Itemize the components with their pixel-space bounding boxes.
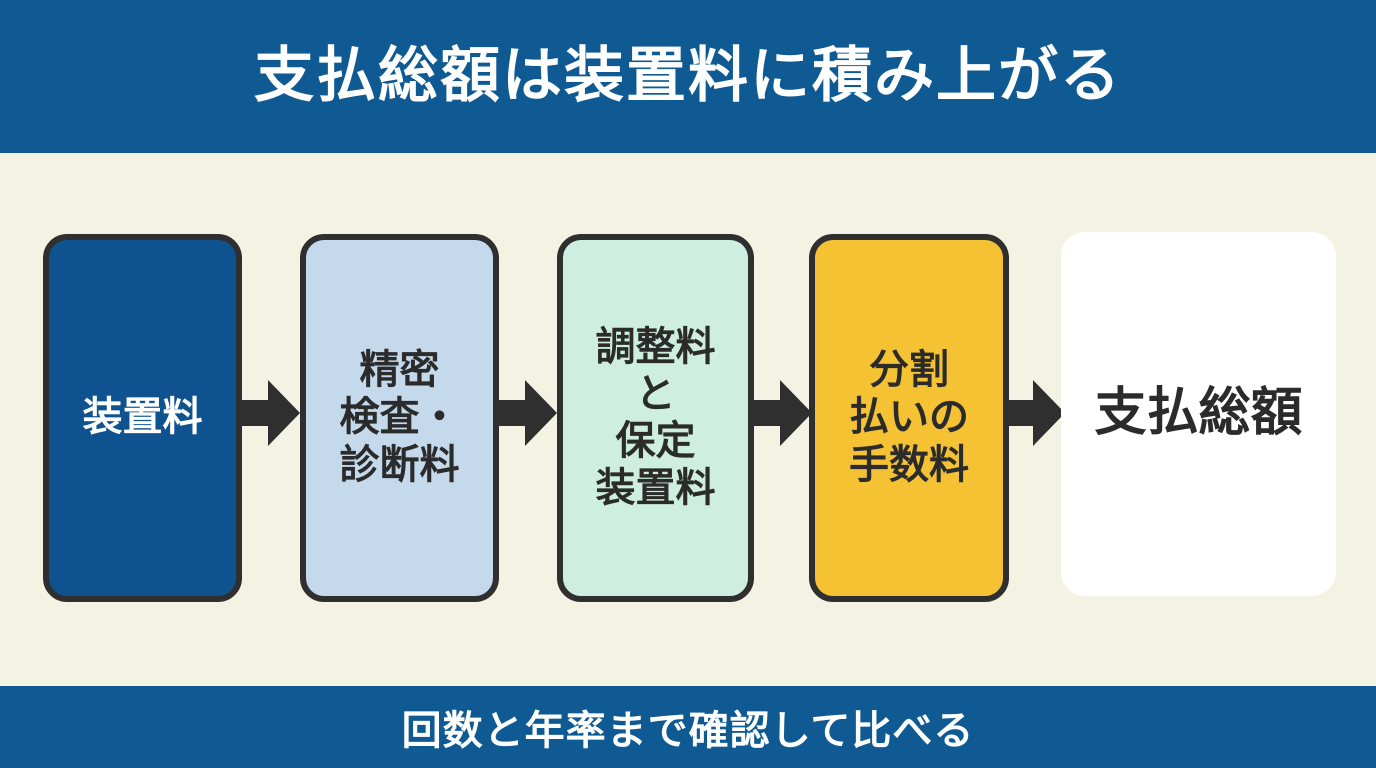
page-title: 支払総額は装置料に積み上がる xyxy=(254,41,1122,111)
flow-step-label: 装置料 xyxy=(82,394,203,441)
footer-caption: 回数と年率まで確認して比べる xyxy=(401,708,975,754)
header-bar: 支払総額は装置料に積み上がる xyxy=(0,0,1376,153)
flow-step-label: 支払総額 xyxy=(1094,383,1303,444)
flow-step-installment-fee: 分割 払いの 手数料 xyxy=(809,234,1009,602)
flow-step-label: 精密 検査・ 診断料 xyxy=(339,347,460,488)
footer-bar: 回数と年率まで確認して比べる xyxy=(0,686,1376,768)
flow-step-label: 分割 払いの 手数料 xyxy=(849,347,969,488)
arrow-right-icon xyxy=(240,380,300,446)
arrow-right-icon xyxy=(1005,380,1065,446)
arrow-right-icon xyxy=(497,380,557,446)
arrow-right-icon xyxy=(752,380,812,446)
flow-step-adjustment-fee: 調整料 と 保定 装置料 xyxy=(557,234,754,602)
flow-step-label: 調整料 と 保定 装置料 xyxy=(595,323,716,512)
flow-step-exam-fee: 精密 検査・ 診断料 xyxy=(300,234,499,602)
flow-step-device-fee: 装置料 xyxy=(43,234,242,602)
flow-step-total-payment: 支払総額 xyxy=(1061,232,1336,596)
